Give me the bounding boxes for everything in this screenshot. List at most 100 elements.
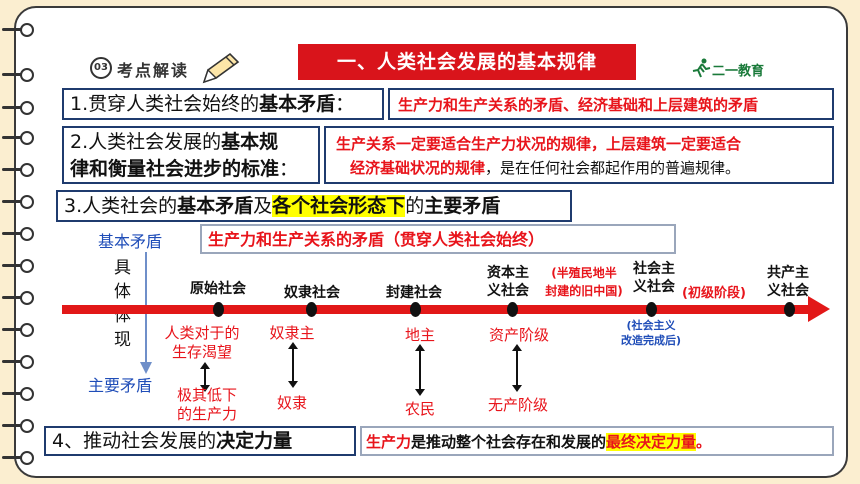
question-box-3: 3.人类社会的基本矛盾及各个社会形态下的主要矛盾 [56,190,572,222]
q3-highlight: 各个社会形态下 [272,195,406,217]
era-capitalist-l2: 义社会 [487,283,529,299]
question-1-bold: 基本矛盾 [259,93,336,115]
q3-pre: 3.人类社会的 [64,195,178,217]
question-4-bold: 决定力量 [216,430,293,452]
era-primitive: 原始社会 [190,281,246,297]
answer-2-red: 经济基础状况的规律 [350,159,486,177]
sub-l1: (社会主义 [626,319,676,332]
section-label: 考点解读 [117,61,190,80]
timeline-dot [784,302,795,317]
question-2-pre: 2.人类社会发展的 [70,131,222,153]
timeline-dot [213,302,224,317]
answer-4-mid: 是推动整个社会存在和发展的 [411,433,607,451]
era-socialist-l2: 义社会 [633,279,675,295]
timeline-dot [646,302,657,317]
primitive-top: 人类对于的 生存渴望 [152,324,252,362]
era-socialist: 社会主 义社会 [626,260,682,296]
q3-bold-2: 主要矛盾 [424,195,501,217]
slave: 奴隶 [276,394,307,412]
answer-4-red: 生产力 [366,433,412,451]
concrete-char: 现 [114,330,131,350]
ring-icon [0,418,44,434]
era-feudal: 封建社会 [386,285,442,301]
basic-contradiction-label: 基本矛盾 [98,232,163,251]
question-box-2: 2.人类社会发展的基本规 律和衡量社会进步的标准： [62,126,320,184]
timeline-arrowhead [808,296,830,322]
brand-logo: 二一教育 [712,64,765,79]
ring-icon [0,226,44,242]
question-2-colon: ： [279,158,299,180]
note-l2: 封建的旧中国) [545,284,623,298]
runner-icon [692,58,711,78]
concrete-char: 具 [114,258,131,278]
answer-box-1: 生产力和生产关系的矛盾、经济基础和上层建筑的矛盾 [388,88,834,120]
ring-icon [0,450,44,466]
section-badge: 03 [90,57,112,79]
question-4-pre: 4、推动社会发展的 [52,430,217,452]
question-box-1: 1.贯穿人类社会始终的基本矛盾： [62,88,384,120]
double-arrow-icon [512,344,522,392]
primitive-bottom-l2: 的生产力 [176,405,237,423]
basic-answer: 生产力和生产关系的矛盾（贯穿人类社会始终） [208,230,545,249]
era-communist: 共产主 义社会 [760,264,816,300]
ring-icon [0,22,44,38]
ring-icon [0,130,44,146]
bourgeoisie: 资产阶级 [488,326,549,344]
answer-4-highlight: 最终决定力量 [606,433,697,451]
primitive-top-l2: 生存渴望 [171,343,232,361]
question-2-bold-a: 基本规 [221,131,279,153]
ring-icon [0,194,44,210]
concrete-vertical-text: 具 体 体 现 [114,256,136,352]
transformation-note: (社会主义 改造完成后) [610,318,692,348]
primary-stage-note: (初级阶段) [682,286,746,301]
primitive-bottom-l1: 极其低下 [176,386,237,404]
era-communist-l1: 共产主 [767,265,809,281]
timeline-dot [410,302,421,317]
proletariat: 无产阶级 [487,396,548,414]
sub-l2: 改造完成后) [620,334,682,347]
question-1-colon: ： [335,93,355,115]
era-capitalist-l1: 资本主 [487,265,529,281]
q3-mid-2: 的 [405,195,425,217]
peasant: 农民 [404,400,435,418]
ring-icon [0,67,44,83]
answer-2-line1: 生产关系一定要适合生产力状况的规律，上层建筑一定要适合 [336,135,742,153]
landlord: 地主 [404,326,435,344]
page-title: 一、人类社会发展的基本规律 [298,44,636,80]
era-socialist-l1: 社会主 [633,261,675,277]
primitive-bottom: 极其低下 的生产力 [164,386,250,424]
era-communist-l2: 义社会 [767,283,809,299]
q3-bold-1: 基本矛盾 [177,195,254,217]
ring-icon [0,162,44,178]
concrete-char: 体 [114,282,131,302]
question-box-4: 4、推动社会发展的决定力量 [44,426,356,456]
answer-1: 生产力和生产关系的矛盾、经济基础和上层建筑的矛盾 [398,96,759,114]
ring-icon [0,100,44,116]
basic-answer-box: 生产力和生产关系的矛盾（贯穿人类社会始终） [200,224,676,254]
ring-icon [0,386,44,402]
timeline-axis [62,305,814,314]
note-l1: (半殖民地半 [551,266,617,280]
answer-box-4: 生产力是推动整个社会存在和发展的最终决定力量。 [360,426,834,456]
answer-2-black: ，是在任何社会都起作用的普遍规律。 [485,159,741,177]
ring-icon [0,290,44,306]
ring-icon [0,322,44,338]
timeline-dot [306,302,317,317]
era-capitalist: 资本主 义社会 [480,264,536,300]
main-contradiction-label: 主要矛盾 [88,376,153,395]
primitive-top-l1: 人类对于的 [164,324,240,342]
ring-icon [0,258,44,274]
question-1-pre: 1.贯穿人类社会始终的 [70,93,260,115]
semi-colonial-note: (半殖民地半 封建的旧中国) [538,264,630,300]
double-arrow-icon [200,362,210,392]
double-arrow-icon [415,344,425,396]
answer-box-2: 生产关系一定要适合生产力状况的规律，上层建筑一定要适合 经济基础状况的规律，是在… [324,126,834,184]
pencil-icon [202,52,240,84]
question-2-bold-b: 律和衡量社会进步的标准 [70,158,280,180]
answer-4-end: 。 [696,433,712,451]
era-slave: 奴隶社会 [284,285,340,301]
double-arrow-icon [288,342,298,388]
ring-icon [0,354,44,370]
q3-mid-1: 及 [253,195,273,217]
timeline-dot [507,302,518,317]
